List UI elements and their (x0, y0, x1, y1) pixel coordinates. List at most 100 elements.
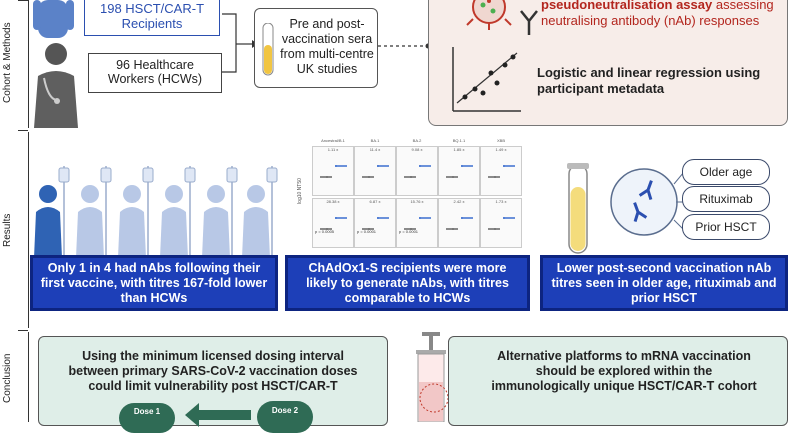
regression-plot-icon (452, 47, 521, 112)
mini-chart-fold-label: 1.73 x (495, 199, 507, 204)
mini-chart-point (387, 165, 389, 167)
conclusion-right-panel: Alternative platforms to mRNA vaccinatio… (448, 336, 788, 426)
mini-chart-point (492, 176, 494, 178)
mini-chart-point (425, 217, 427, 219)
mini-chart-fold-label: 1.11 x (327, 147, 339, 152)
mini-chart-point (410, 176, 412, 178)
mini-chart-point (494, 228, 496, 230)
mini-chart-point (404, 176, 406, 178)
factor-prior-hsct: Prior HSCT (682, 214, 770, 240)
conclusion-left-panel: Using the minimum licensed dosing interv… (38, 336, 388, 433)
mini-chart-fold-label: 28.38 x (326, 199, 340, 204)
mini-chart-point (385, 217, 387, 219)
mini-chart-point (414, 228, 416, 230)
regression-text-2: participant metadata (537, 81, 665, 96)
factor-older-age: Older age (682, 159, 770, 185)
mini-chart-point (425, 165, 427, 167)
mini-chart-point (330, 228, 332, 230)
mini-chart-point (364, 228, 366, 230)
mini-chart-point (452, 176, 454, 178)
mini-chart-point (450, 228, 452, 230)
virus-icon (466, 0, 512, 30)
healthcare-worker-icon (34, 43, 78, 128)
sera-box: Pre and post- vaccination sera from mult… (254, 8, 378, 88)
mini-chart-fold-label: 1.85 x (453, 147, 465, 152)
section-tick (18, 0, 28, 1)
hcw-count: 96 Healthcare (116, 58, 194, 72)
mini-chart-point (494, 176, 496, 178)
sera-text-1: Pre and post- (289, 17, 365, 31)
mini-chart-point (337, 165, 339, 167)
mini-chart-point (463, 165, 465, 167)
mini-chart-panel: 2.42 x (438, 198, 480, 248)
drip-stand-figure (118, 166, 154, 258)
methods-panel: pseudoneutralisation assay assessing neu… (428, 0, 788, 126)
mini-chart-point (467, 165, 469, 167)
mini-chart-point (381, 165, 383, 167)
drip-stand-figure (202, 166, 238, 258)
section-tick (18, 130, 28, 131)
mini-chart-point (341, 165, 343, 167)
mini-chart-panel: 1.49 x (480, 146, 522, 196)
mini-chart-point (330, 176, 332, 178)
mini-chart-point (469, 217, 471, 219)
drip-stand-figure (242, 166, 278, 258)
dose2-badge: Dose 2 (257, 401, 313, 433)
mini-chart-point (364, 176, 366, 178)
mini-chart-point (505, 217, 507, 219)
mini-chart-point (368, 228, 370, 230)
mini-chart-point (461, 217, 463, 219)
mini-chart-point (368, 176, 370, 178)
section-tick (18, 330, 28, 331)
mini-chart-panel: 11.4 x (354, 146, 396, 196)
mini-chart-point (366, 228, 368, 230)
mini-chart-panel: 9.08 x (396, 146, 438, 196)
mini-chart-header: BQ.1.1 (452, 138, 466, 143)
mini-chart-point (465, 217, 467, 219)
mini-chart-point (488, 228, 490, 230)
factor-rituximab: Rituximab (682, 186, 770, 212)
mini-chart-panel: 1.85 x (438, 146, 480, 196)
b-cell-illustration (610, 168, 684, 236)
patients-box: 198 HSCT/CAR-T Recipients (84, 0, 220, 36)
conclusion-left-text: Using the minimum licensed dosing interv… (68, 349, 358, 393)
mini-chart-point (421, 217, 423, 219)
mini-chart-point (496, 228, 498, 230)
mini-chart-point (511, 165, 513, 167)
mini-chart-point (490, 176, 492, 178)
mini-chart-point (339, 165, 341, 167)
mini-chart-point (498, 228, 500, 230)
mini-chart-point (322, 228, 324, 230)
mini-chart-point (377, 217, 379, 219)
mini-chart-point (513, 217, 515, 219)
mini-chart-point (507, 165, 509, 167)
mini-chart-point (370, 228, 372, 230)
mini-chart-point (446, 228, 448, 230)
section-label-results: Results (2, 213, 13, 247)
syringe-illustration (416, 332, 449, 422)
mini-chart-point (324, 176, 326, 178)
assay-suffix: assessing (712, 0, 774, 12)
drip-stand-figure (76, 166, 112, 258)
mini-chart-point (385, 165, 387, 167)
conclusion-right-text: Alternative platforms to mRNA vaccinatio… (491, 349, 757, 393)
mini-chart-point (372, 176, 374, 178)
mini-chart-point (328, 228, 330, 230)
mini-chart-point (406, 176, 408, 178)
mini-chart-header: BA.2 (412, 138, 422, 143)
mini-chart-ylabel: log10 NT50 (297, 178, 303, 204)
patients-on-drips-illustration (34, 166, 278, 258)
dose1-label: Dose 1 (133, 407, 161, 416)
mini-chart-point (341, 217, 343, 219)
mini-chart-fold-label: 9.08 x (411, 147, 423, 152)
mini-chart-point (471, 217, 473, 219)
mini-chart-point (452, 228, 454, 230)
mini-chart-fold-label: 2.42 x (453, 199, 465, 204)
mini-chart-point (404, 228, 406, 230)
hcw-box: 96 Healthcare Workers (HCWs) (88, 53, 222, 93)
mini-chart-point (379, 165, 381, 167)
mini-chart-point (326, 228, 328, 230)
patients-label: Recipients (121, 16, 183, 31)
mini-chart-point (345, 165, 347, 167)
